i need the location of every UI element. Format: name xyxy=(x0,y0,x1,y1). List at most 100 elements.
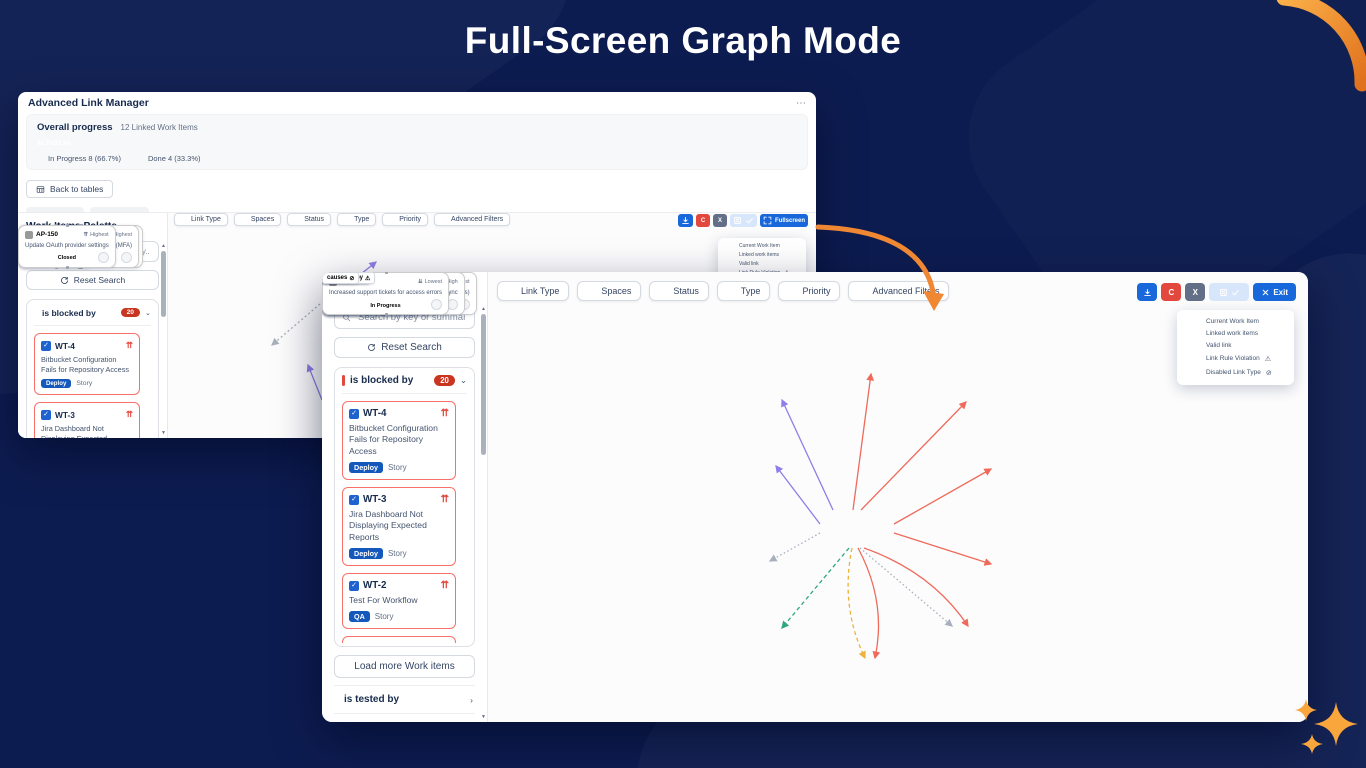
back-to-tables-label: Back to tables xyxy=(50,184,104,194)
filter-label: Status xyxy=(304,216,325,223)
work-item-card[interactable]: WT-2 ⇈ Test For Workflow QA Story xyxy=(342,573,456,630)
scroll-thumb[interactable] xyxy=(161,251,166,317)
exit-fullscreen-button[interactable]: Exit xyxy=(1253,283,1296,301)
filter-icon xyxy=(241,216,248,223)
chevron-down-icon: ⌄ xyxy=(144,308,151,317)
work-item-type-label: Story xyxy=(387,463,407,473)
close-icon xyxy=(1261,288,1270,297)
scroll-up-icon[interactable]: ▲ xyxy=(161,243,166,249)
download-icon xyxy=(681,216,690,225)
priority-icon: ⇈ xyxy=(83,231,89,238)
priority-highest-icon: ⇈ xyxy=(440,408,449,419)
filter-icon xyxy=(507,287,516,296)
filter-chip[interactable]: Link Type xyxy=(497,281,570,301)
scrollbar[interactable]: ▲ ▼ xyxy=(480,306,487,720)
assignee-circle[interactable] xyxy=(121,251,133,263)
filter-chip[interactable]: Status xyxy=(287,213,332,226)
scroll-down-icon[interactable]: ▼ xyxy=(481,714,486,720)
progress-legend-item: Done 4 (33.3%) xyxy=(137,154,201,163)
reset-search-button[interactable]: Reset Search xyxy=(26,270,159,290)
refresh-button[interactable]: C xyxy=(695,214,710,227)
filter-icon xyxy=(659,287,668,296)
legend-swatch xyxy=(137,155,144,162)
progress-legend-item: In Progress 8 (66.7%) xyxy=(37,154,121,163)
filter-chip[interactable]: Type xyxy=(337,213,377,226)
legend-label: Linked work items xyxy=(739,252,780,258)
filter-chip[interactable]: Link Type xyxy=(174,213,228,226)
graph-legend-row: Disabled Link Type ⊘ xyxy=(1186,368,1285,377)
scroll-down-icon[interactable]: ▼ xyxy=(161,430,166,436)
progress-segment: 66.7% xyxy=(37,140,55,147)
scroll-up-icon[interactable]: ▲ xyxy=(481,306,486,312)
more-menu-icon[interactable]: ⋯ xyxy=(796,97,806,109)
legend-label: Link Rule Violation xyxy=(1206,355,1260,362)
work-item-card[interactable]: WT-4 ⇈ Bitbucket Configuration Fails for… xyxy=(342,401,456,481)
work-item-card[interactable]: WT-4 ⇈ Bitbucket Configuration Fails for… xyxy=(34,333,140,396)
legend-label: Disabled Link Type xyxy=(1206,369,1261,376)
filter-chip[interactable]: Advanced Filters xyxy=(434,213,511,226)
filter-chip[interactable]: Priority xyxy=(778,281,841,301)
filter-chip[interactable]: Spaces xyxy=(577,281,642,301)
active-link-section: is blocked by 20 ⌄ WT-4 ⇈ Bitbucket Conf… xyxy=(334,306,486,720)
filter-label: Type xyxy=(740,286,761,296)
table-icon xyxy=(36,185,45,194)
priority-highest-icon: ⇈ xyxy=(125,340,133,350)
section-header[interactable]: is blocked by 20 ⌄ xyxy=(342,375,467,386)
progress-bar: 66.7%33.3% xyxy=(37,139,797,148)
section-color-bar xyxy=(34,307,37,318)
legend-label: Linked work items xyxy=(1206,330,1259,337)
filter-chip[interactable]: Advanced Filters xyxy=(848,281,950,301)
link-type-section-row[interactable]: is tested by › xyxy=(334,685,475,713)
link-type-sections: is tested by › causes 20 › blocks 20 › i… xyxy=(334,685,475,722)
assignee-circle[interactable] xyxy=(97,251,109,263)
priority-label: Lowest xyxy=(424,279,443,285)
priority-indicator: ⇊ Lowest xyxy=(418,279,442,285)
load-more-button[interactable]: Load more Work items xyxy=(334,655,475,679)
work-item-key: WT-4 xyxy=(363,408,387,419)
work-item-card[interactable]: WT-3 ⇈ Jira Dashboard Not Displaying Exp… xyxy=(342,487,456,567)
filter-chip[interactable]: Type xyxy=(716,281,771,301)
section-header[interactable]: is blocked by 20 ⌄ xyxy=(34,307,151,318)
save-button-disabled xyxy=(729,214,757,227)
story-type-icon xyxy=(349,580,359,591)
refresh-icon xyxy=(367,343,376,352)
fullscreen-button[interactable]: Fullscreen xyxy=(759,214,808,227)
count-badge: 20 xyxy=(120,308,140,317)
reset-search-button[interactable]: Reset Search xyxy=(334,337,475,358)
work-item-key: AP-150 xyxy=(36,231,59,238)
story-type-icon xyxy=(349,408,359,419)
priority-indicator: ⇈ Highest xyxy=(83,232,108,238)
scrollbar[interactable]: ▲ ▼ xyxy=(160,243,167,436)
clear-button[interactable]: X xyxy=(1185,283,1206,301)
progress-subtitle: 12 Linked Work Items xyxy=(120,123,198,132)
clear-button[interactable]: X xyxy=(712,214,727,227)
priority-label: Highest xyxy=(113,231,133,238)
graph-node[interactable]: AP-150 ⇈ Highest Update OAuth provider s… xyxy=(18,223,116,269)
filter-chip[interactable]: Priority xyxy=(382,213,429,226)
refresh-button[interactable]: C xyxy=(1161,283,1182,301)
orange-crescent-decor xyxy=(1276,0,1366,92)
filter-label: Link Type xyxy=(191,216,221,223)
download-button[interactable] xyxy=(1137,283,1158,301)
priority-label: High xyxy=(446,279,458,285)
back-to-tables-button[interactable]: Back to tables xyxy=(26,180,114,198)
download-button[interactable] xyxy=(677,214,693,227)
assignee-circle[interactable] xyxy=(431,299,443,311)
priority-icon: ⇊ xyxy=(418,279,423,285)
legend-label: Done 4 (33.3%) xyxy=(147,154,201,163)
filter-chip[interactable]: Status xyxy=(649,281,709,301)
work-item-summary: Update OAuth provider settings xyxy=(25,242,109,249)
graph-toolbar-bg: C X Fullscreen xyxy=(677,214,808,227)
work-item-key: WT-4 xyxy=(55,340,75,351)
link-type-section-row[interactable]: causes 20 › xyxy=(334,713,475,722)
story-type-icon xyxy=(41,340,51,351)
scroll-thumb[interactable] xyxy=(481,314,486,455)
work-item-card-list: WT-4 ⇈ Bitbucket Configuration Fails for… xyxy=(342,393,467,630)
filter-chip[interactable]: Spaces xyxy=(233,213,282,226)
work-item-type-icon xyxy=(25,230,33,239)
legend-label: Current Work Item xyxy=(739,243,780,249)
graph-toolbar: C X Exit xyxy=(1137,283,1296,301)
work-item-card[interactable]: WT-3 ⇈ Jira Dashboard Not Displaying Exp… xyxy=(34,402,140,438)
legend-label: Valid link xyxy=(739,261,759,267)
check-icon xyxy=(1231,288,1240,297)
